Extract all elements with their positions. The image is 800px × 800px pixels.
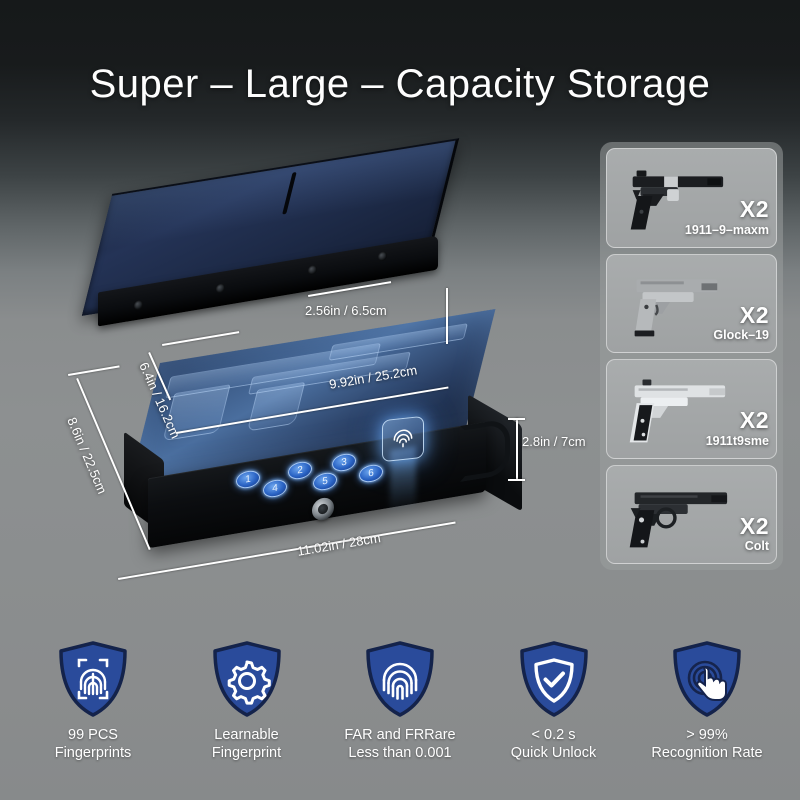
feature-label: < 0.2 s Quick Unlock [510, 727, 597, 761]
dimension-lid-depth: 2.56in / 6.5cm [305, 303, 387, 318]
dim-bracket-lid-depth [446, 288, 448, 344]
fingerprint-icon [362, 640, 438, 718]
feature-item: FAR and FRRare Less than 0.001 [325, 640, 475, 800]
feature-label: FAR and FRRare Less than 0.001 [344, 727, 456, 761]
gear-icon [209, 640, 285, 718]
capacity-quantity: X2 [739, 512, 769, 539]
rivet [216, 283, 225, 294]
capacity-model: 1911–9–maxm [684, 222, 769, 237]
dimension-exterior-height: 2.8in / 7cm [522, 434, 586, 449]
feature-item: < 0.2 s Quick Unlock [479, 640, 629, 800]
feature-label: 99 PCS Fingerprints [54, 727, 132, 761]
pistol-1911-9-maxm-icon [630, 170, 724, 230]
capacity-meta: X2 Colt [739, 512, 769, 554]
capacity-panel: X2 1911–9–maxm X2 Glock–19 [600, 142, 783, 570]
capacity-meta: X2 1911–9–maxm [684, 196, 769, 237]
feature-label: > 99% Recognition Rate [651, 727, 763, 761]
feature-list: 99 PCS Fingerprints Learnable Fingerprin… [0, 640, 800, 800]
capacity-card: X2 1911–9–maxm [606, 148, 777, 248]
product-illustration-gun-safe: 1 2 3 4 5 6 [60, 138, 560, 580]
capacity-card: X2 Colt [606, 464, 777, 564]
lid-notch [281, 171, 297, 215]
feature-item: > 99% Recognition Rate [632, 640, 782, 800]
touch-hand-icon [669, 640, 745, 718]
capacity-meta: X2 1911t9sme [705, 407, 769, 448]
feature-item: 99 PCS Fingerprints [18, 640, 168, 800]
feature-item: Learnable Fingerprint [172, 640, 322, 800]
dim-tick-bottom [508, 479, 525, 481]
capacity-quantity: X2 [739, 301, 769, 328]
dim-tick-top [508, 418, 525, 420]
page-title: Super – Large – Capacity Storage [89, 62, 711, 106]
shield-check-icon [516, 640, 592, 718]
feature-label: Learnable Fingerprint [211, 727, 282, 761]
dim-line-exterior-height [516, 418, 518, 480]
capacity-model: Colt [744, 539, 769, 554]
rivet [308, 264, 317, 276]
capacity-meta: X2 Glock–19 [713, 301, 769, 343]
pistol-glock-19-icon [634, 279, 718, 337]
capacity-card: X2 1911t9sme [606, 359, 777, 459]
capacity-card: X2 Glock–19 [606, 253, 777, 353]
capacity-quantity: X2 [739, 196, 769, 223]
fingerprint-scan-icon [55, 640, 131, 718]
rivet [378, 251, 387, 262]
capacity-quantity: X2 [739, 407, 769, 434]
pistol-colt-icon [629, 492, 728, 548]
capacity-model: Glock–19 [713, 328, 769, 343]
rivet [134, 299, 143, 311]
capacity-model: 1911t9sme [705, 433, 769, 448]
pistol-1911t9sme-icon [629, 379, 726, 443]
lid-sheen [98, 140, 456, 252]
fingerprint-scanner-icon[interactable] [382, 415, 424, 463]
